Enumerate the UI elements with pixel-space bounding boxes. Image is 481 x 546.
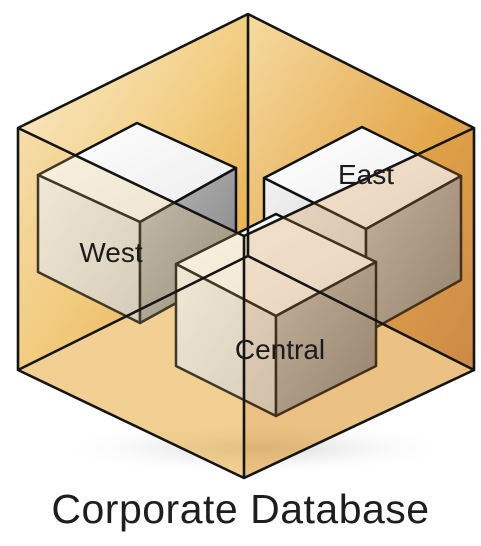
diagram-graphic: West East Central: [0, 0, 481, 480]
cube-central-label: Central: [235, 334, 325, 365]
cube-west-label: West: [79, 237, 142, 268]
cube-east-label: East: [338, 159, 394, 190]
diagram-title: Corporate Database: [0, 486, 481, 533]
